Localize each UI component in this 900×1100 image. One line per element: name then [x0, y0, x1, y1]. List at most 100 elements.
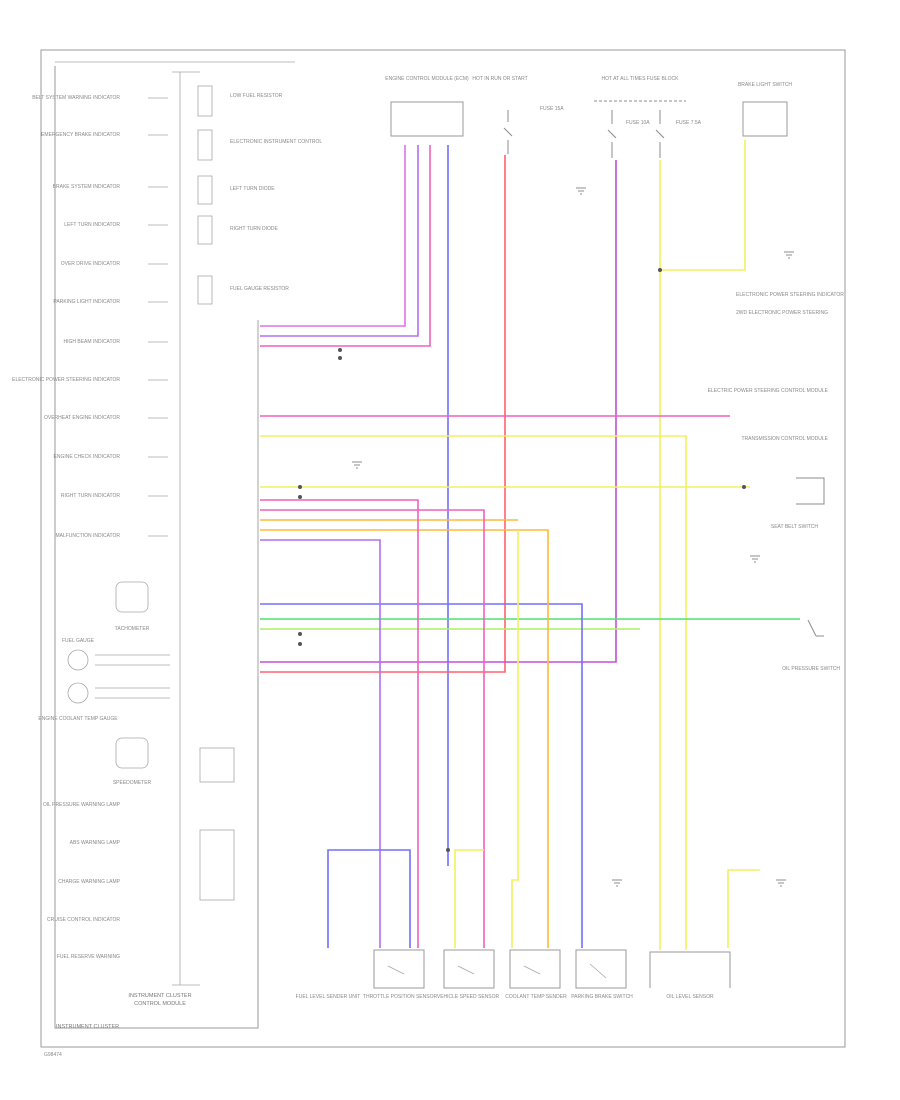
internal-part-label: ELECTRONIC INSTRUMENT CONTROL [230, 139, 322, 145]
indicator-row: ELECTRONIC POWER STEERING INDICATOR [12, 377, 168, 383]
fuel-gauge-label: FUEL GAUGE [62, 638, 95, 644]
indicator-row: BELT SYSTEM WARNING INDICATOR [32, 95, 168, 101]
indicator-row: MALFUNCTION INDICATOR [55, 533, 168, 539]
wire-blue-fuel [327, 849, 411, 948]
indicator-label: CRUISE CONTROL INDICATOR [47, 917, 120, 923]
wire-blue-sender [260, 603, 583, 948]
internal-part-label: LEFT TURN DIODE [230, 186, 275, 192]
wire-tcm [260, 435, 687, 950]
note: ELECTRONIC POWER STEERING INDICATOR [736, 292, 844, 298]
fuse-15a [503, 110, 513, 154]
indicator-label: CHARGE WARNING LAMP [58, 879, 120, 885]
tachometer-label: TACHOMETER [115, 626, 150, 632]
seat-belt-switch-label: SEAT BELT SWITCH [771, 524, 819, 530]
internal-parts: LOW FUEL RESISTOR ELECTRONIC INSTRUMENT … [197, 85, 322, 305]
page-id: G98474 [44, 1052, 62, 1058]
indicator-row: EMERGENCY BRAKE INDICATOR [41, 132, 168, 138]
coolant-temp-sender-box [509, 949, 561, 989]
wire-yellow-oil [727, 869, 760, 948]
gauge-group: TACHOMETER FUEL GAUGE ENGINE COOLANT TEM… [38, 581, 170, 786]
wire-violet-fuel [260, 539, 381, 948]
throttle-position-sensor-box [373, 949, 425, 989]
connection-dots [298, 268, 746, 852]
vehicle-speed-sensor-box [443, 949, 495, 989]
speedometer-label: SPEEDOMETER [113, 780, 152, 786]
wire-pink3 [260, 499, 419, 948]
bottom-components: FUEL LEVEL SENDER UNIT THROTTLE POSITION… [296, 949, 731, 1000]
indicator-label: OVERHEAT ENGINE INDICATOR [44, 415, 120, 421]
indicator-label: OIL PRESSURE WARNING LAMP [43, 802, 121, 808]
internal-part-label: FUEL GAUGE RESISTOR [230, 286, 289, 292]
panel-label: INSTRUMENT CLUSTER [56, 1024, 119, 1030]
tachometer-icon [115, 581, 149, 613]
ecm-label: ENGINE CONTROL MODULE (ECM) [385, 76, 469, 82]
temp-gauge-label: ENGINE COOLANT TEMP GAUGE [38, 716, 118, 722]
speedometer-icon [115, 737, 149, 769]
indicator-label: RIGHT TURN INDICATOR [61, 493, 120, 499]
indicator-label: EMERGENCY BRAKE INDICATOR [41, 132, 120, 138]
oil-pressure-switch-label: OIL PRESSURE SWITCH [782, 666, 840, 672]
hot-in-run-label: HOT IN RUN OR START [472, 76, 527, 82]
temp-gauge-icon [67, 682, 89, 704]
indicator-row: HIGH BEAM INDICATOR [64, 339, 168, 345]
fuel-gauge-icon [67, 649, 89, 671]
oil-level-sensor-box [649, 951, 731, 988]
relay-module-icon [199, 829, 235, 901]
indicator-label: ABS WARNING LAMP [70, 840, 121, 846]
indicator-row: OVER DRIVE INDICATOR [61, 261, 168, 267]
fuse-label: FUSE 7.5A [676, 120, 702, 126]
indicator-row: PARKING LIGHT INDICATOR [53, 299, 168, 305]
wire-magenta [260, 145, 406, 327]
wire-violet [260, 145, 419, 337]
ecm-box [390, 101, 464, 137]
bottom-component-label: COOLANT TEMP SENDER [505, 994, 567, 1000]
fuse-7p5a [655, 110, 665, 158]
indicator-label: ENGINE CHECK INDICATOR [54, 454, 121, 460]
indicator-label: HIGH BEAM INDICATOR [64, 339, 121, 345]
wire-yellow-vss [511, 530, 519, 948]
cluster-name: INSTRUMENT CLUSTER [128, 993, 191, 999]
indicator-row: LEFT TURN INDICATOR [64, 222, 168, 228]
fuse-10a [607, 110, 617, 158]
bottom-component-label: PARKING BRAKE SWITCH [571, 994, 633, 1000]
wire-pink [260, 145, 431, 347]
brake-switch-label: BRAKE LIGHT SWITCH [738, 82, 792, 88]
cluster-subname: CONTROL MODULE [134, 1001, 186, 1007]
seat-belt-switch-icon [796, 477, 825, 505]
bottom-component-label: THROTTLE POSITION SENSOR [363, 994, 438, 1000]
indicator-label: BELT SYSTEM WARNING INDICATOR [32, 95, 120, 101]
wire-red [260, 155, 506, 673]
tcm-label: TRANSMISSION CONTROL MODULE [742, 436, 829, 442]
indicator-label: PARKING LIGHT INDICATOR [53, 299, 120, 305]
wire-purple [260, 160, 617, 663]
indicator-label: MALFUNCTION INDICATOR [55, 533, 120, 539]
indicator-row: ENGINE CHECK INDICATOR [54, 454, 168, 460]
fuse-label: FUSE 10A [626, 120, 650, 126]
indicator-row: BRAKE SYSTEM INDICATOR [53, 184, 168, 190]
indicator-list: BELT SYSTEM WARNING INDICATOR EMERGENCY … [12, 95, 168, 539]
lamp-module-icon [199, 747, 235, 783]
fuse-block-label: HOT AT ALL TIMES FUSE BLOCK [602, 76, 680, 82]
indicator-row: OVERHEAT ENGINE INDICATOR [44, 415, 168, 421]
internal-part-label: RIGHT TURN DIODE [230, 226, 279, 232]
wire-yellow-brake [660, 140, 746, 271]
brake-switch-box [742, 101, 788, 137]
note: 2WD ELECTRONIC POWER STEERING [736, 310, 828, 316]
indicator-label: BRAKE SYSTEM INDICATOR [53, 184, 121, 190]
indicator-row: RIGHT TURN INDICATOR [61, 493, 168, 499]
indicator-label: OVER DRIVE INDICATOR [61, 261, 121, 267]
oil-pressure-switch-icon [807, 619, 824, 637]
diagram-frame [40, 49, 846, 1048]
wire-yellow-sensor [454, 849, 484, 948]
indicator-label: LEFT TURN INDICATOR [64, 222, 120, 228]
ground-icons [352, 187, 794, 887]
wire-orange [260, 529, 549, 948]
indicator-label: FUEL RESERVE WARNING [57, 954, 120, 960]
wire-pink2 [260, 509, 485, 948]
lower-indicator-list: OIL PRESSURE WARNING LAMP ABS WARNING LA… [43, 802, 121, 960]
fuse-label: FUSE 15A [540, 106, 564, 112]
parking-brake-switch-box [575, 949, 627, 989]
indicator-label: ELECTRONIC POWER STEERING INDICATOR [12, 377, 120, 383]
internal-part-label: LOW FUEL RESISTOR [230, 93, 283, 99]
